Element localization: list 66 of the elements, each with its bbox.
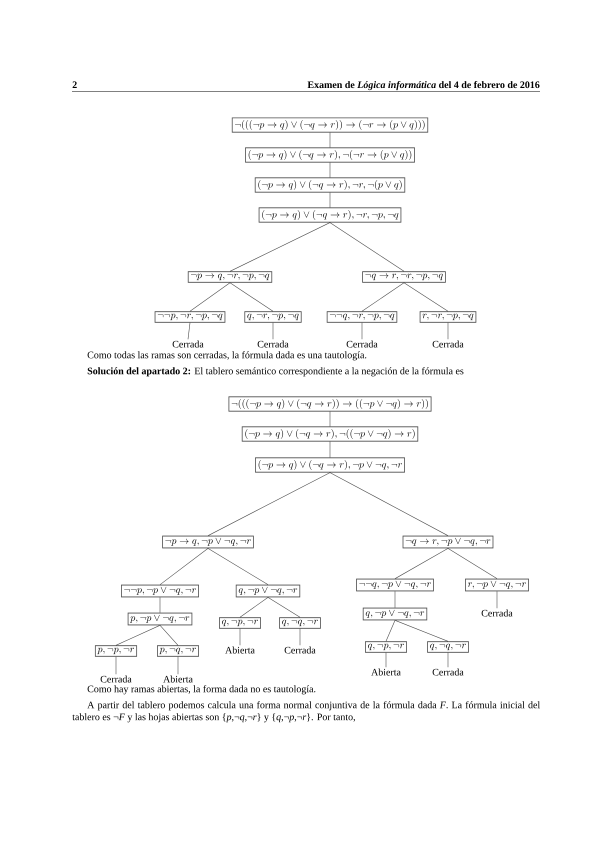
result-label: Cerrada (172, 340, 204, 348)
formula-box: $q,\neg p,\neg r$ (365, 641, 407, 653)
formula-box: $\neg(((\neg p\to q)\lor(\neg q\to r))\to((\neg p\lor\neg q)\to r))$ (228, 396, 432, 412)
tree-line (240, 597, 268, 618)
formula-box: $(\neg p\to q)\lor(\neg q\to r),\neg((\neg p\lor\neg q)\to r)$ (242, 426, 418, 442)
tree-line (160, 625, 178, 646)
tree-line (394, 591, 396, 608)
result-label: Abierta (225, 646, 255, 654)
paragraph: Como todas las ramas son cerradas, la fórmula dada es una tautología. (88, 351, 366, 360)
result-label: Abierta (371, 668, 401, 676)
formula-box: $\neg p\to q,\neg r,\neg p,\neg q$ (188, 271, 272, 283)
tree-line (362, 282, 404, 312)
formula-box: $\neg\neg p,\neg r,\neg p,\neg q$ (154, 311, 226, 323)
paragraph: A partir del tablero podemos calcula una forma normal conjuntiva de la fórmula dada F. La fórmula inicial del tablero es ¬F y las hojas abiertas son {p,¬q,¬r} y {q,¬p,¬r}. Por tanto, (72, 701, 540, 722)
tree-line (268, 597, 300, 618)
formula-box: $q,\neg p\lor\neg q,\neg r$ (236, 584, 300, 598)
tree-line (272, 322, 274, 340)
tree-line (404, 282, 448, 312)
tree-line (448, 548, 498, 579)
formula-box: $\neg\neg q,\neg p\lor\neg q,\neg r$ (356, 578, 434, 592)
tree-line (230, 222, 330, 272)
paragraph: Solución del apartado 2: El tablero semántico correspondiente a la negación de la fórmula es (88, 367, 464, 376)
formula-box: $\neg\neg q,\neg r,\neg p,\neg q$ (326, 311, 398, 323)
formula-box: $r,\neg r,\neg p,\neg q$ (420, 311, 476, 323)
page-number: 2 (72, 81, 77, 88)
result-label: Cerrada (346, 340, 378, 348)
formula-box: $q,\neg q,\neg r$ (279, 617, 321, 629)
paragraph: Como hay ramas abiertas, la forma dada no es tautología. (88, 685, 316, 694)
tree-line (230, 282, 274, 312)
result-label: Cerrada (284, 646, 316, 654)
tree-line (330, 222, 404, 272)
formula-box: $q,\neg p,\neg r$ (219, 617, 261, 629)
tree-line (116, 625, 160, 646)
tree-line (496, 591, 498, 609)
tree-line (190, 282, 230, 312)
formula-box: $(\neg p\to q)\lor(\neg q\to r),\neg p\lor\neg q,\neg r$ (255, 457, 405, 473)
formula-box: $p,\neg p\lor\neg q,\neg r$ (128, 612, 192, 626)
formula-box: $p,\neg q,\neg r$ (157, 645, 199, 657)
formula-box: $\neg q\to r,\neg r,\neg p,\neg q$ (362, 271, 446, 283)
tree-line (208, 548, 268, 585)
result-label: Cerrada (432, 340, 464, 348)
formula-box: $(\neg p\to q)\lor(\neg q\to r),\neg r,\neg p,\neg q$ (258, 207, 402, 223)
formula-box: $q,\neg q,\neg r$ (427, 641, 469, 653)
formula-box: $q,\neg p\lor\neg q,\neg r$ (362, 608, 428, 620)
formula-box: $(\neg p\to q)\lor(\neg q\to r),\neg(\neg r\to(p\lor q))$ (245, 147, 415, 163)
formula-box: $p,\neg p,\neg r$ (94, 645, 138, 657)
result-label: Abierta (163, 676, 193, 682)
formula-box: $r,\neg p\lor\neg q,\neg r$ (465, 578, 529, 592)
result-label: Cerrada (258, 340, 289, 348)
formula-box: $\neg\neg p,\neg p\lor\neg q,\neg r$ (121, 584, 199, 598)
result-label: Cerrada (482, 610, 513, 616)
tree-line (188, 322, 190, 340)
tree-line (208, 472, 330, 536)
tree-line (160, 548, 208, 585)
tree-line (386, 620, 396, 642)
formula-box: $\neg p\to q,\neg p\lor\neg q,\neg r$ (162, 536, 254, 548)
result-label: Cerrada (100, 676, 132, 682)
result-label: Cerrada (432, 668, 464, 676)
tree-line (394, 548, 448, 579)
running-header: Examen de Lógica informática del 4 de febrero de 2016 (308, 81, 540, 90)
formula-box: $\neg(((\neg p\to q)\lor(\neg q\to r))\to(\neg r\to(p\lor q)))$ (232, 117, 428, 133)
formula-box: $\neg q\to r,\neg p\lor\neg q,\neg r$ (402, 536, 494, 548)
tree-line (394, 620, 448, 642)
formula-box: $(\neg p\to q)\lor(\neg q\to r),\neg r,\neg(p\lor q)$ (254, 177, 406, 193)
tree-line (330, 472, 448, 536)
formula-box: $q,\neg r,\neg p,\neg q$ (244, 311, 302, 323)
